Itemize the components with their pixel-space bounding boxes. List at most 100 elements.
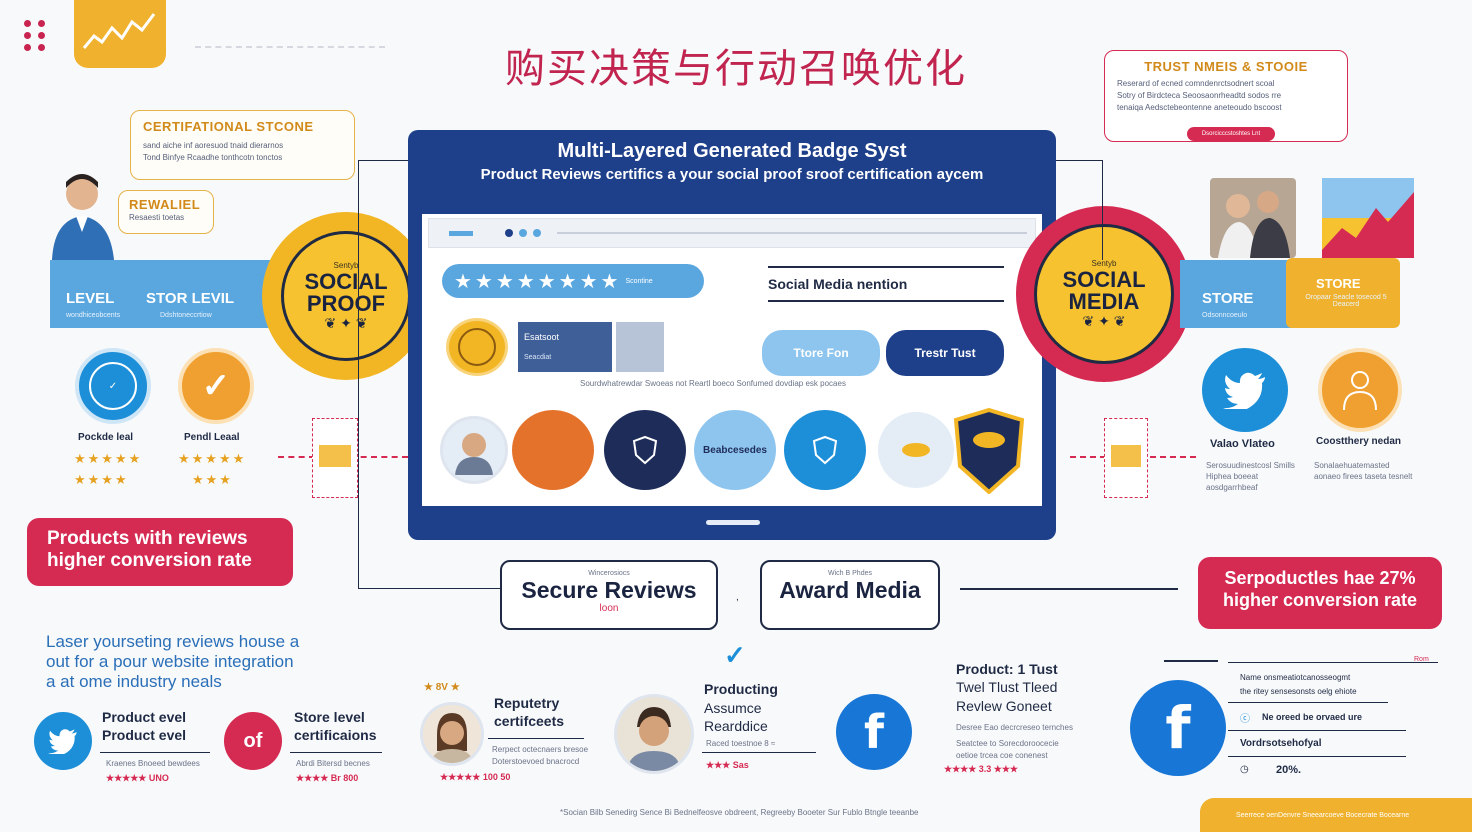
- community-badge-icon: [1318, 348, 1402, 432]
- rating-stars: ★★★: [192, 472, 233, 487]
- card-title: Secure Reviews: [521, 577, 697, 603]
- shield-crest-icon: [952, 407, 1026, 495]
- trust-button[interactable]: Dsorcicccstoshtes Lnt: [1187, 127, 1275, 141]
- divider-line: [768, 300, 1004, 302]
- reviewer-avatar: [440, 416, 508, 484]
- divider-line: [290, 752, 382, 753]
- people-photo: [1210, 178, 1296, 258]
- growth-chart-icon: [1322, 178, 1414, 258]
- product-trust-meta: Desree Eao decrcreseo ternches: [956, 723, 1073, 732]
- award-seal-icon: [446, 318, 508, 376]
- banner-sub: Ddshtoneccrtiow: [160, 312, 212, 319]
- banner-label-store: STORE: [1202, 290, 1254, 307]
- person-meta: Rerpect octecnaers bresoe: [492, 745, 589, 754]
- screen-caption: Sourdwhatrewdar Swoeas not Reartl boeco …: [580, 379, 846, 388]
- page-title: 购买决策与行动召唤优化: [505, 46, 967, 92]
- seal-line: MEDIA: [1068, 289, 1140, 314]
- footer-note: *Socian Bilb Senedirg Sence Bi Bednelfeo…: [560, 808, 919, 817]
- rating-stars: ★★★★★ UNO: [106, 773, 169, 783]
- rating-stars: ★★★★★: [178, 451, 247, 466]
- rewaliel-sub: Resaesti toetas: [129, 213, 185, 222]
- star-rating-bar[interactable]: ★★★★★★★★ Scontine: [442, 264, 704, 298]
- list-item: 20%.: [1276, 764, 1302, 776]
- badge-label: Valao Vlateo: [1210, 438, 1275, 450]
- card-sub: loon: [599, 603, 619, 614]
- gold-seal-icon: [878, 412, 954, 488]
- conversion-callout-right: Serpoductles hae 27% higher conversion r…: [1198, 557, 1442, 629]
- conversion-line: higher conversion rate: [1222, 590, 1418, 610]
- card-title: Award Media: [779, 577, 921, 603]
- list-line: Name onsmeatiotcanosseogmt: [1240, 673, 1351, 682]
- trend-chart-icon: [74, 0, 166, 68]
- store-orange-label: STORE: [1316, 276, 1361, 291]
- badge-label: Pendl Leaal: [184, 432, 240, 443]
- divider-line: [1228, 730, 1406, 731]
- person-stat: ★ 8V ★: [424, 682, 460, 693]
- review-card: Esatsoot Seacdiat: [518, 322, 612, 372]
- card-caption: Wich B Phdes: [828, 570, 872, 577]
- integration-text: Laser yourseting reviews house a out for…: [46, 632, 376, 692]
- person-title: certifceets: [494, 713, 565, 729]
- facebook-icon[interactable]: f: [836, 694, 912, 770]
- integration-line: out for a pour website integration: [46, 652, 294, 671]
- social-proof-seal: Sentyb SOCIAL PROOF ❦ ✦ ❦: [262, 212, 430, 380]
- social-media-seal: Sentyb SOCIAL MEDIA ❦ ✦ ❦: [1016, 206, 1192, 382]
- level-label: Product evel: [102, 727, 187, 743]
- trust-callout: TRUST NMEIS & STOOIE Reserard of ecned c…: [1104, 50, 1348, 142]
- secure-reviews-card[interactable]: Wincerosiocs Secure Reviews loon: [500, 560, 718, 630]
- rewaliel-heading: REWALIEL: [129, 197, 201, 212]
- person-title: Reputetry: [494, 695, 560, 711]
- trust-line: Reserard of ecned comndenrctsodnert scoa…: [1117, 79, 1275, 88]
- card-caption: Wincerosiocs: [588, 570, 630, 577]
- seal-line: PROOF: [306, 291, 386, 316]
- trust-line: Sotry of Birdcteca Seoosaonrheadtd sodos…: [1117, 91, 1282, 100]
- check-icon: ⓒ: [1240, 714, 1250, 725]
- connector-line: [1056, 160, 1102, 161]
- callout-line: sand aiche inf aoresuod tnaid dierarnos: [143, 141, 284, 150]
- store-badge-icon: [512, 410, 594, 490]
- conversion-line: Products with reviews: [47, 528, 248, 549]
- twitter-icon[interactable]: [34, 712, 92, 770]
- list-item[interactable]: Ne oreed be orvaed ure: [1262, 712, 1363, 722]
- product-trust-line: Revlew Goneet: [956, 698, 1052, 714]
- rating-stars: ★★★★★★★★: [454, 270, 622, 293]
- divider-line: [195, 46, 385, 48]
- store-button[interactable]: Ttore Fon: [762, 330, 880, 376]
- seal-small-text: Sentyb: [1091, 259, 1117, 268]
- product-trust-meta: Seatctee to Sorecdoroocecie: [956, 739, 1059, 748]
- presenter-avatar: [48, 168, 118, 260]
- shield-badge-icon: [604, 410, 686, 490]
- store-level-label: Store level: [294, 709, 365, 725]
- level-banner: LEVEL STOR LEVIL wondhiceobcents Ddshton…: [50, 260, 300, 328]
- connector-box: [312, 418, 358, 498]
- reviewer-avatar: [614, 694, 694, 774]
- rating-stars: ★★★★: [74, 472, 129, 487]
- list-item[interactable]: Vordrsotsehofyal: [1240, 738, 1322, 749]
- screen-panel: ★★★★★★★★ Scontine Social Media nention E…: [422, 214, 1042, 506]
- clock-icon: ◷: [1240, 764, 1249, 775]
- card-title: Esatsoot: [524, 332, 560, 342]
- screen-title: Multi-Layered Generated Badge Syst: [557, 140, 907, 162]
- product-trust-meta: oetioe trcea coe conenest: [956, 751, 1048, 760]
- level-label: Product evel: [102, 709, 187, 725]
- store-orange-sub: Oropaar Seacle tosecod 5 Deacerd: [1305, 294, 1387, 308]
- seal-small-text: Sentyb: [333, 261, 359, 270]
- facebook-icon[interactable]: f: [1130, 680, 1226, 776]
- award-media-card[interactable]: Wich B Phdes Award Media: [760, 560, 940, 630]
- divider-line: [960, 588, 1178, 590]
- connector-box: [1104, 418, 1148, 498]
- badge-desc: Serosuudinestcosl Smills Hiphea boeeat a…: [1206, 461, 1295, 492]
- certification-callout: CERTIFATIONAL STCONE sand aiche inf aore…: [130, 110, 355, 180]
- twitter-icon[interactable]: [1202, 348, 1288, 432]
- menu-dots-icon[interactable]: [24, 20, 46, 51]
- person-title: Rearddice: [704, 718, 768, 734]
- callout-line: Tond Binfye Rcaadhe tonthcotn tonctos: [143, 153, 283, 162]
- footer-corner-text: Seerrece oenDenvre Sneearcoeve Bocecrate…: [1236, 812, 1410, 819]
- seal-line: SOCIAL: [1062, 267, 1146, 292]
- connector-line: [358, 160, 408, 161]
- seal-line: SOCIAL: [304, 269, 388, 294]
- level-meta: Abrdi Bitersd becnes: [296, 759, 370, 768]
- integration-line: Laser yourseting reviews house a: [46, 632, 300, 651]
- trust-heading: TRUST NMEIS & STOOIE: [1144, 59, 1308, 74]
- trust-button[interactable]: Trestr Tust: [886, 330, 1004, 376]
